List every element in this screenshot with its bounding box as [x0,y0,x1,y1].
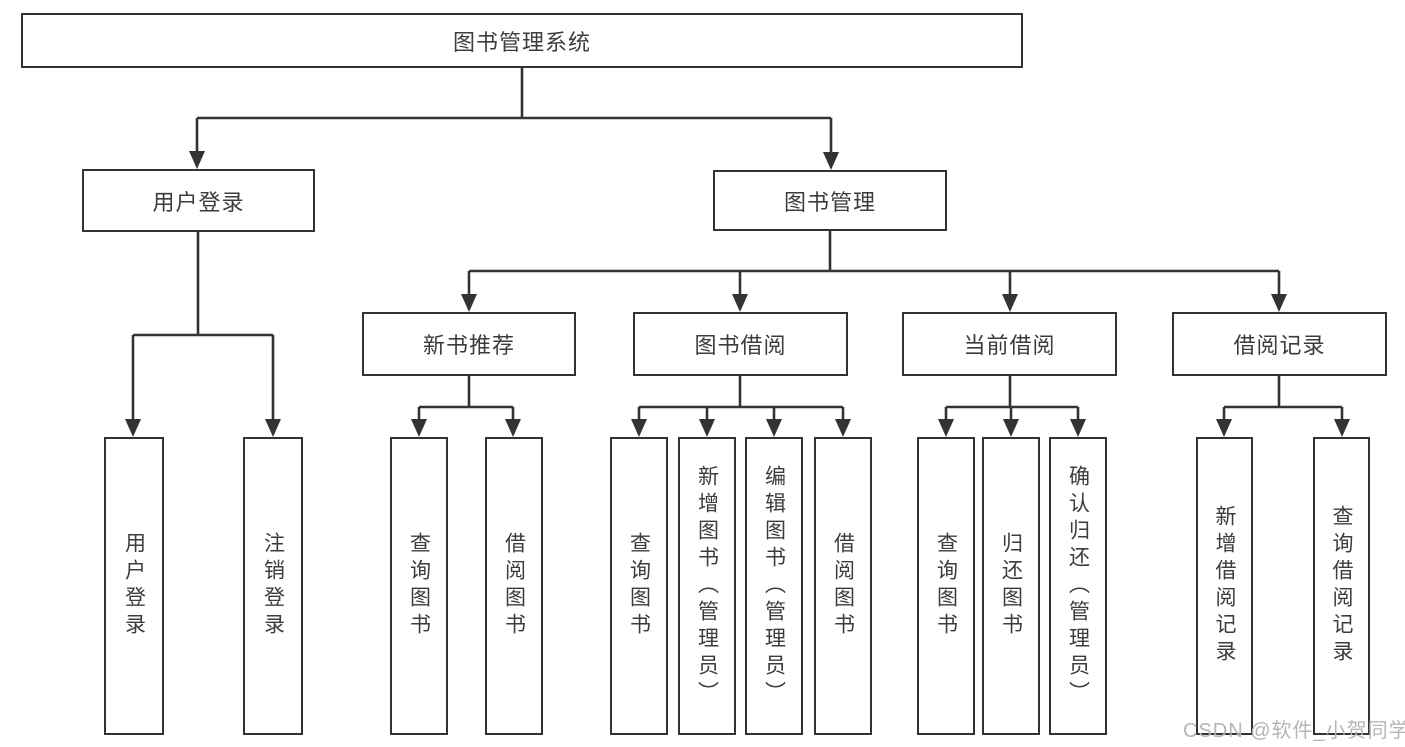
node-root: 图书管理系统 [21,13,1023,68]
node-borrow-records: 借阅记录 [1172,312,1387,376]
watermark-text: CSDN @软件_小贺同学 [1183,720,1405,742]
node-current-borrow: 当前借阅 [902,312,1117,376]
connector-user-login-branch [125,232,281,437]
leaf-query-borrow-record: 查询借阅记录 [1313,437,1370,735]
leaf-add-borrow-record: 新增借阅记录 [1196,437,1253,735]
leaf-edit-book-admin: 编辑图书（管理员） [745,437,803,735]
leaf-logout: 注销登录 [243,437,303,735]
leaf-add-book-admin: 新增图书（管理员） [678,437,736,735]
node-new-book-recommend: 新书推荐 [362,312,576,376]
leaf-borrow-books: 借阅图书 [814,437,872,735]
connector-current-borrow-branch [938,376,1086,437]
leaf-return-books: 归还图书 [982,437,1040,735]
leaf-query-books-recommend: 查询图书 [390,437,448,735]
connector-book-mgmt-branch [461,231,1287,312]
leaf-query-books-borrow: 查询图书 [610,437,668,735]
leaf-user-login: 用户登录 [104,437,164,735]
connector-new-book-rec-branch [411,376,521,437]
node-book-management: 图书管理 [713,170,947,231]
connector-borrow-record-branch [1216,376,1350,437]
node-user-login: 用户登录 [82,169,315,232]
leaf-borrow-books-recommend: 借阅图书 [485,437,543,735]
leaf-query-books-current: 查询图书 [917,437,975,735]
connector-root-to-level2 [189,68,839,170]
leaf-confirm-return-admin: 确认归还（管理员） [1049,437,1107,735]
node-book-borrow: 图书借阅 [633,312,848,376]
connector-book-borrow-branch [631,376,851,437]
